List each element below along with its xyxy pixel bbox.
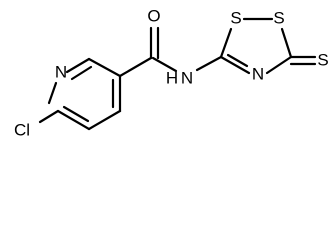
bond-c2-n1 xyxy=(47,81,58,105)
bond-n-ring xyxy=(195,55,223,72)
bond-c4-c3 xyxy=(87,109,122,131)
bond-c2-cl xyxy=(38,109,60,124)
atom-labels: Cl N O N H S S N S xyxy=(14,7,329,140)
bond-nring-c-inner xyxy=(226,53,249,68)
amide-group xyxy=(118,26,223,78)
atom-nitrogen-ring: N xyxy=(252,65,264,84)
atom-nitrogen-pyridine: N xyxy=(55,63,67,82)
atom-sulfur-thione: S xyxy=(317,51,328,70)
atom-sulfur-ring-2: S xyxy=(273,9,284,28)
atom-chlorine: Cl xyxy=(14,121,30,140)
atom-oxygen: O xyxy=(147,7,160,26)
dithiazole-ring xyxy=(219,17,317,75)
bond-c3-c2-inner xyxy=(62,105,90,123)
atom-nitrogen-amide: N xyxy=(181,69,193,88)
bond-nring-c xyxy=(219,55,251,75)
pyridine-ring xyxy=(38,57,122,131)
bond-n1-c6-inner xyxy=(70,65,93,81)
atom-sulfur-ring-1: S xyxy=(230,9,241,28)
bond-c-s1 xyxy=(219,27,233,59)
bond-c3-c2 xyxy=(56,109,91,131)
bond-carbonyl-n xyxy=(151,56,178,73)
bond-s2-c xyxy=(280,27,293,59)
bond-c6-c5 xyxy=(87,57,122,78)
structure-diagram: Cl N O N H S S N S xyxy=(14,7,329,140)
bond-ring-carbonyl xyxy=(118,56,153,78)
atom-hydrogen-amide: H xyxy=(166,69,178,88)
bond-n1-c6 xyxy=(65,57,91,74)
bond-c-nring xyxy=(265,55,293,75)
